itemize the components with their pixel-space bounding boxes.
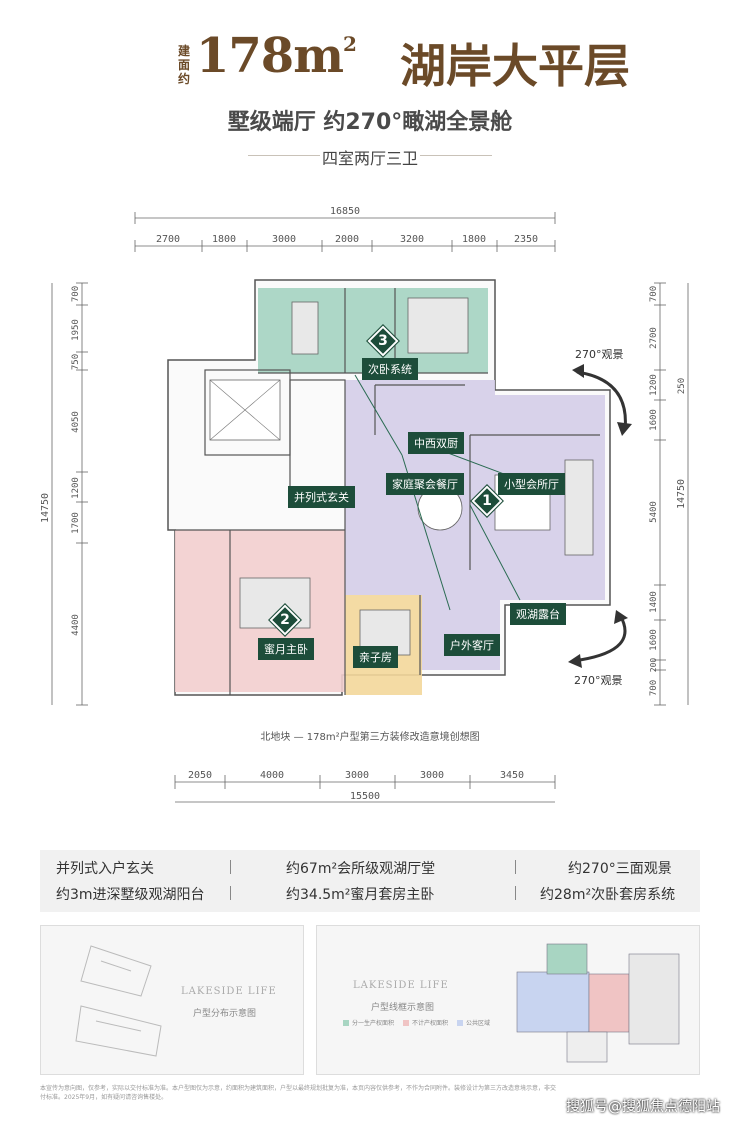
dim-left-6: 1700 xyxy=(71,512,81,534)
legend-swatch-2 xyxy=(403,1020,409,1026)
dim-right-8: 200 xyxy=(649,658,658,673)
subtitle: 墅级端厅 约270°瞰湖全景舱 xyxy=(227,110,513,135)
entry-tag: 并列式玄关 xyxy=(288,486,355,508)
legend-label-3: 公共区域 xyxy=(466,1020,491,1027)
dim-right-1: 700 xyxy=(649,286,659,302)
dim-bottom-3: 3000 xyxy=(345,770,369,781)
dim-right-7: 1600 xyxy=(649,629,659,651)
master-tag: 蜜月主卧 xyxy=(258,638,314,660)
site-sketch-icon xyxy=(75,945,162,1057)
feature-divider xyxy=(515,886,516,900)
dim-left-2: 1950 xyxy=(71,319,81,341)
dim-top-6: 1800 xyxy=(462,234,486,245)
view-label-bottom: 270°观景 xyxy=(574,674,623,687)
legend-label-1: 分一生产权面积 xyxy=(352,1020,395,1027)
watermark: 搜狐号@搜狐焦点德阳站 xyxy=(566,1099,720,1115)
dim-right-2: 2700 xyxy=(649,327,659,349)
legend-label-2: 不计产权面积 xyxy=(412,1020,449,1027)
feature-3: 约270°三面观景 xyxy=(568,861,672,877)
divider-left xyxy=(248,155,320,156)
distribution-thumbnail: LAKESIDE LIFE 户型分布示意图 xyxy=(40,925,304,1075)
dim-right-outer: 250 xyxy=(677,378,687,394)
dining-tag: 家庭聚会餐厅 xyxy=(386,473,464,495)
dim-right-total: 14750 xyxy=(676,479,687,509)
right-thumb-title: LAKESIDE LIFE xyxy=(353,980,449,991)
dim-left-3: 750 xyxy=(71,354,81,370)
dim-bottom-1: 2050 xyxy=(188,770,212,781)
legend-swatch-3 xyxy=(457,1020,463,1026)
legend-swatch-1 xyxy=(343,1020,349,1026)
dim-bottom-total: 15500 xyxy=(350,791,380,802)
feature-divider xyxy=(230,886,231,900)
right-thumb-sub: 户型线框示意图 xyxy=(371,1003,435,1013)
dim-bottom-2: 4000 xyxy=(260,770,284,781)
wireframe-thumbnail: LAKESIDE LIFE 户型线框示意图 分一生产权面积 不计产权面积 公共区… xyxy=(316,925,700,1075)
dim-top-3: 3000 xyxy=(272,234,296,245)
view-label-top: 270°观景 xyxy=(575,348,624,361)
dim-bottom-5: 3450 xyxy=(500,770,524,781)
area-prefix: 建面约 xyxy=(178,44,191,86)
floor-plan: 16850 2700 1800 3000 2000 3200 1800 2350… xyxy=(40,206,689,803)
dim-left-7: 4400 xyxy=(71,614,81,636)
dim-top-7: 2350 xyxy=(514,234,538,245)
dim-right-4: 1600 xyxy=(649,409,659,431)
footnote: 本宣传为意向图，仅参考，实际以交付标准为准。本户型图仅为示意，约面积为建筑面积，… xyxy=(40,1085,557,1101)
feature-5: 约34.5m²蜜月套房主卧 xyxy=(286,887,435,903)
area-value: 178m2 xyxy=(196,28,357,84)
dim-top-1: 2700 xyxy=(156,234,180,245)
dim-top-5: 3200 xyxy=(400,234,424,245)
dim-top-total: 16850 xyxy=(330,206,360,217)
feature-6: 约28m²次卧套房系统 xyxy=(540,887,676,903)
dim-left-total: 14750 xyxy=(40,493,51,523)
plan-caption: 北地块 — 178m²户型第三方装修改造意境创想图 xyxy=(260,732,480,743)
outdoor-tag: 户外客厅 xyxy=(444,634,500,656)
page-title: 湖岸大平层 xyxy=(400,39,630,93)
features-panel: 并列式入户玄关 约67m²会所级观湖厅堂 约270°三面观景 约3m进深墅级观湖… xyxy=(40,850,700,912)
dim-bottom-4: 3000 xyxy=(420,770,444,781)
feature-1: 并列式入户玄关 xyxy=(56,861,154,877)
dim-left-4: 4050 xyxy=(71,411,81,433)
feature-divider xyxy=(230,860,231,874)
wireframe-sketch xyxy=(516,943,680,1063)
dim-right-6: 1400 xyxy=(649,591,659,613)
dim-left-5: 1200 xyxy=(71,477,81,499)
living-tag: 小型会所厅 xyxy=(498,473,565,495)
layout-label: 四室两厅三卫 xyxy=(321,149,418,168)
dim-left-1: 700 xyxy=(71,286,81,302)
left-thumb-sub: 户型分布示意图 xyxy=(193,1009,257,1019)
kitchen-tag: 中西双厨 xyxy=(408,432,464,454)
kids-tag: 亲子房 xyxy=(353,646,398,668)
terrace-tag: 观湖露台 xyxy=(510,603,566,625)
dim-top-4: 2000 xyxy=(335,234,359,245)
dim-right-5: 5400 xyxy=(649,501,659,523)
feature-divider xyxy=(515,860,516,874)
divider-right xyxy=(420,155,492,156)
feature-4: 约3m进深墅级观湖阳台 xyxy=(56,887,205,903)
room3-tag: 次卧系统 xyxy=(362,358,418,380)
feature-2: 约67m²会所级观湖厅堂 xyxy=(286,861,436,877)
dim-top-2: 1800 xyxy=(212,234,236,245)
dim-right-9: 700 xyxy=(649,680,659,696)
dim-right-3: 1200 xyxy=(649,374,659,396)
left-thumb-title: LAKESIDE LIFE xyxy=(181,986,277,997)
